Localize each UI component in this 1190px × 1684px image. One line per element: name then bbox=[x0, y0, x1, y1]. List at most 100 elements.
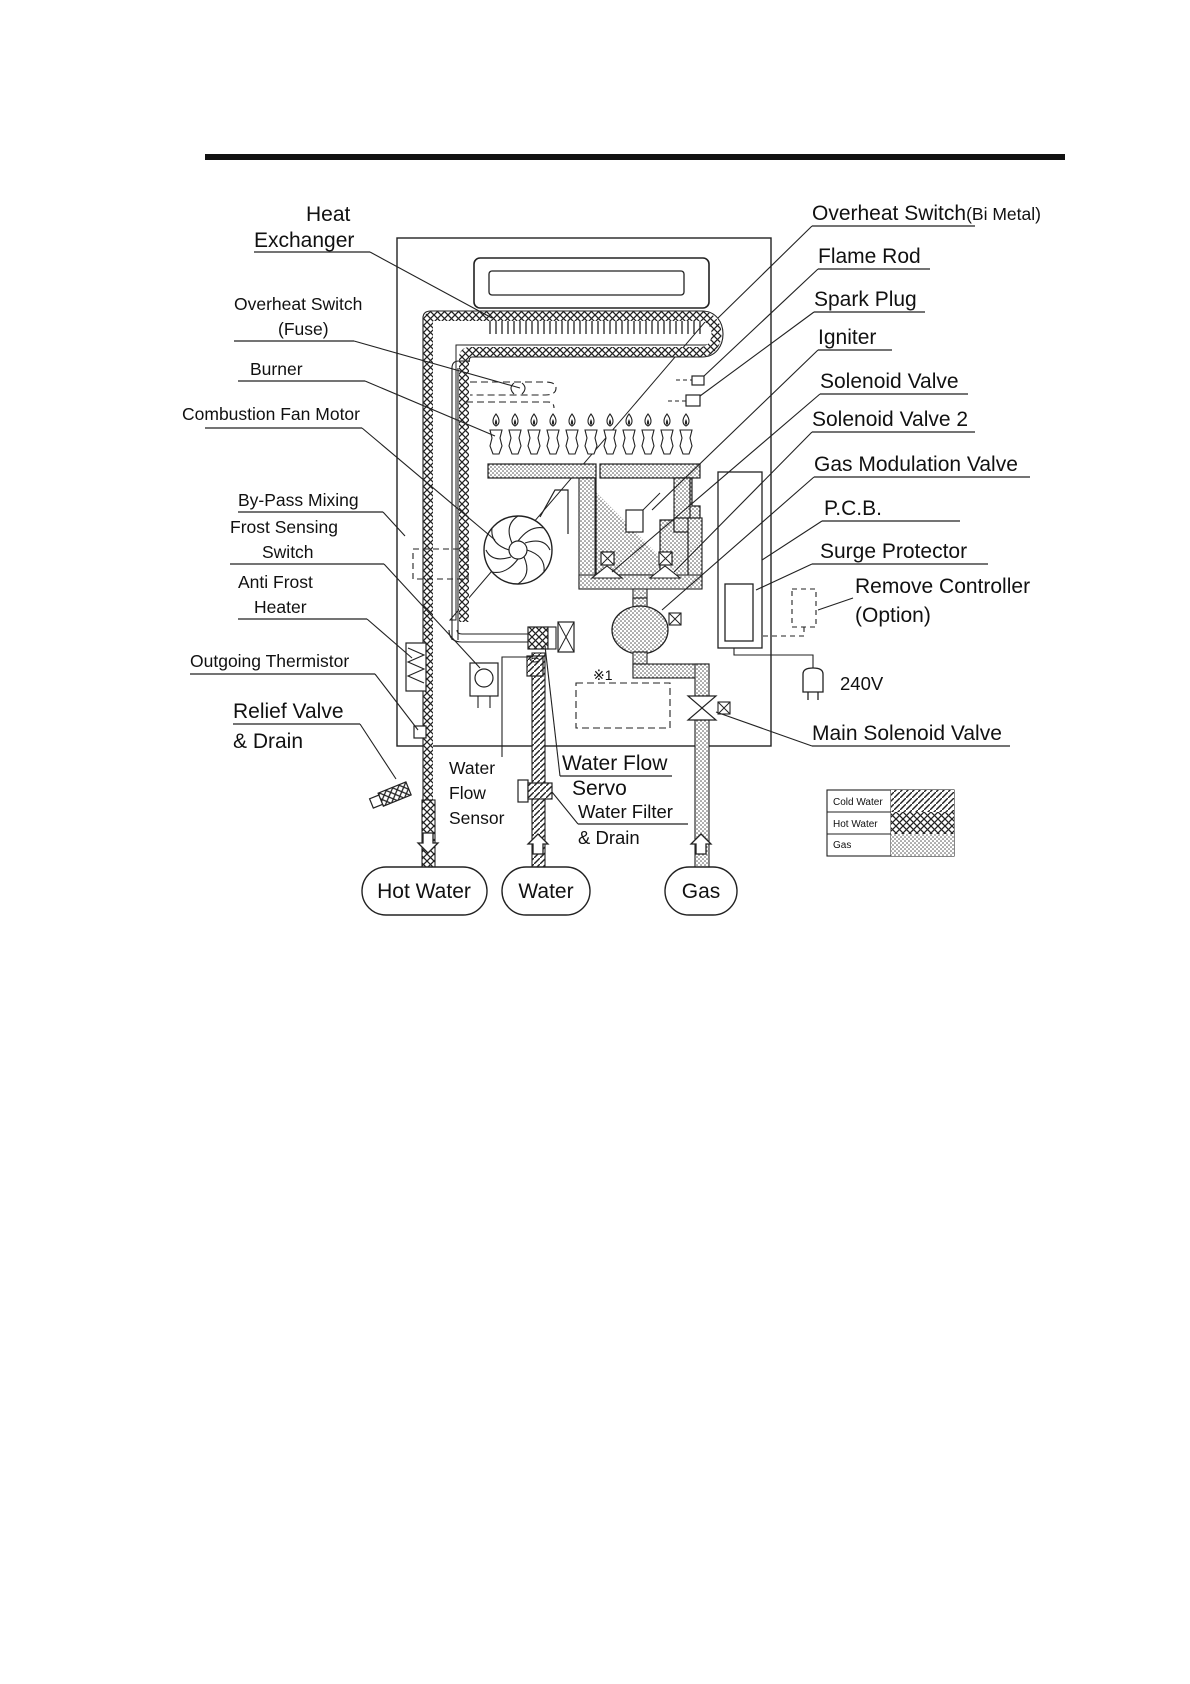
gas-manifold-left bbox=[487, 463, 597, 479]
legend-hot-swatch bbox=[891, 812, 954, 834]
water-flow-servo bbox=[526, 621, 575, 677]
water-connection-label: Water bbox=[518, 880, 573, 903]
solenoid-valve-label: Solenoid Valve bbox=[820, 370, 959, 393]
water-return-line bbox=[451, 360, 470, 640]
spark-plug bbox=[685, 394, 701, 407]
combustion-fan-label: Combustion Fan Motor bbox=[182, 404, 360, 424]
spark-plug-label: Spark Plug bbox=[814, 288, 917, 311]
label-outgoing-thermistor: Outgoing Thermistor bbox=[190, 651, 419, 731]
label-gas-modulation-valve: Gas Modulation Valve bbox=[661, 453, 1030, 611]
pipe-legend: Cold Water Hot Water Gas bbox=[826, 789, 955, 857]
label-main-solenoid-valve: Main Solenoid Valve bbox=[715, 711, 1010, 747]
water-flow-sensor-label-3: Sensor bbox=[449, 808, 505, 828]
gas-connection-label: Gas bbox=[682, 880, 721, 903]
water-flow-sensor-label-1: Water bbox=[449, 758, 495, 778]
label-water-flow-sensor: Water Flow Sensor bbox=[449, 656, 533, 828]
gas-connection: Gas bbox=[664, 866, 738, 916]
overheat-bimetal-label: Overheat Switch(Bi Metal) bbox=[812, 202, 1041, 225]
heat-exchanger-top bbox=[473, 257, 710, 309]
label-heat-exchanger: Heat Exchanger bbox=[254, 203, 493, 319]
water-filter-label-2: & Drain bbox=[578, 827, 640, 848]
solenoid-valve-2-label: Solenoid Valve 2 bbox=[812, 408, 968, 431]
label-voltage: 240V bbox=[840, 673, 884, 694]
surge-protector-label: Surge Protector bbox=[820, 540, 967, 563]
flame-rod bbox=[691, 375, 705, 386]
overheat-fuse-element bbox=[470, 381, 557, 396]
overheat-fuse-label-2: (Fuse) bbox=[278, 319, 329, 339]
water-inlet-arrow-icon bbox=[526, 833, 550, 855]
gas-modulation-valve bbox=[611, 597, 682, 655]
anti-frost-heater bbox=[405, 642, 427, 692]
label-spark-plug: Spark Plug bbox=[699, 288, 925, 397]
hot-water-loop-outline bbox=[422, 310, 724, 805]
frost-sensing-switch bbox=[469, 662, 499, 708]
legend-gas-label: Gas bbox=[833, 840, 851, 851]
relief-valve-label-2: & Drain bbox=[233, 730, 303, 753]
anti-frost-label-2: Heater bbox=[254, 597, 307, 617]
anti-frost-label-1: Anti Frost bbox=[238, 572, 313, 592]
burner-nozzles bbox=[489, 413, 693, 455]
unit-housing bbox=[396, 237, 772, 747]
water-connection: Water bbox=[501, 866, 591, 916]
remove-controller-label-2: (Option) bbox=[855, 604, 931, 627]
header-rule bbox=[205, 154, 1065, 160]
label-pcb: P.C.B. bbox=[761, 497, 960, 561]
remote-controller-box bbox=[791, 588, 817, 628]
bypass-mixing-box bbox=[412, 548, 469, 580]
label-overheat-fuse: Overheat Switch (Fuse) bbox=[234, 294, 521, 389]
combustion-fan bbox=[483, 489, 569, 585]
hot-water-loop bbox=[423, 311, 722, 800]
voltage-label: 240V bbox=[840, 673, 884, 694]
gas-riser-left bbox=[578, 477, 596, 589]
power-wire bbox=[733, 648, 814, 668]
overheat-fuse-return bbox=[466, 401, 555, 409]
pcb-label: P.C.B. bbox=[824, 497, 882, 520]
legend-cold-label: Cold Water bbox=[833, 797, 883, 808]
frost-sensing-label-1: Frost Sensing bbox=[230, 517, 338, 537]
label-overheat-bimetal: Overheat Switch(Bi Metal) bbox=[717, 202, 1041, 319]
main-solenoid-valve bbox=[686, 695, 731, 721]
water-flow-sensor-label-2: Flow bbox=[449, 783, 486, 803]
optional-box bbox=[575, 682, 671, 729]
legend-hot-label: Hot Water bbox=[833, 819, 878, 830]
bypass-mixing-label: By-Pass Mixing bbox=[238, 490, 359, 510]
gas-modulation-valve-label: Gas Modulation Valve bbox=[814, 453, 1018, 476]
overheat-fuse-plug bbox=[510, 382, 526, 395]
heat-exchanger-label-2: Exchanger bbox=[254, 229, 354, 252]
legend-cold-swatch bbox=[891, 790, 954, 812]
flame-rod-label: Flame Rod bbox=[818, 245, 921, 268]
hot-water-connection: Hot Water bbox=[361, 866, 488, 916]
relief-valve-label-1: Relief Valve bbox=[233, 700, 344, 723]
label-frost-sensing: Frost Sensing Switch bbox=[230, 517, 481, 669]
legend-gas-swatch bbox=[891, 834, 954, 856]
label-flame-rod: Flame Rod bbox=[703, 245, 930, 377]
water-flow-servo-label-1: Water Flow bbox=[562, 752, 668, 775]
outgoing-thermistor-label: Outgoing Thermistor bbox=[190, 651, 349, 671]
water-flow-servo-label-2: Servo bbox=[572, 777, 627, 800]
label-bypass-mixing: By-Pass Mixing bbox=[238, 490, 406, 537]
relief-valve bbox=[368, 781, 412, 809]
heat-exchanger-window bbox=[488, 270, 685, 296]
label-solenoid-valve: Solenoid Valve bbox=[611, 370, 968, 573]
gas-inlet-arrow-icon bbox=[689, 833, 713, 855]
solenoid-valve-2 bbox=[648, 551, 682, 579]
hot-water-connection-label: Hot Water bbox=[377, 880, 471, 903]
gas-manifold-right bbox=[599, 463, 701, 479]
note-mark: ※1 bbox=[593, 667, 613, 683]
water-filter bbox=[517, 779, 553, 803]
label-relief-valve: Relief Valve & Drain bbox=[233, 700, 397, 780]
power-plug-icon bbox=[802, 667, 824, 700]
gas-down-2 bbox=[694, 663, 710, 701]
remote-controller-wire bbox=[762, 627, 805, 637]
solenoid-valve-1 bbox=[590, 551, 624, 579]
igniter-label: Igniter bbox=[818, 326, 876, 349]
label-combustion-fan: Combustion Fan Motor bbox=[182, 404, 496, 541]
remove-controller-label-1: Remove Controller bbox=[855, 575, 1030, 598]
label-anti-frost: Anti Frost Heater bbox=[238, 572, 413, 659]
frost-sensing-label-2: Switch bbox=[262, 542, 314, 562]
water-filter-label-1: Water Filter bbox=[578, 801, 673, 822]
label-remove-controller: Remove Controller (Option) bbox=[817, 575, 1030, 627]
hot-water-outlet-arrow-icon bbox=[416, 832, 440, 854]
label-solenoid-valve-2: Solenoid Valve 2 bbox=[673, 408, 975, 573]
